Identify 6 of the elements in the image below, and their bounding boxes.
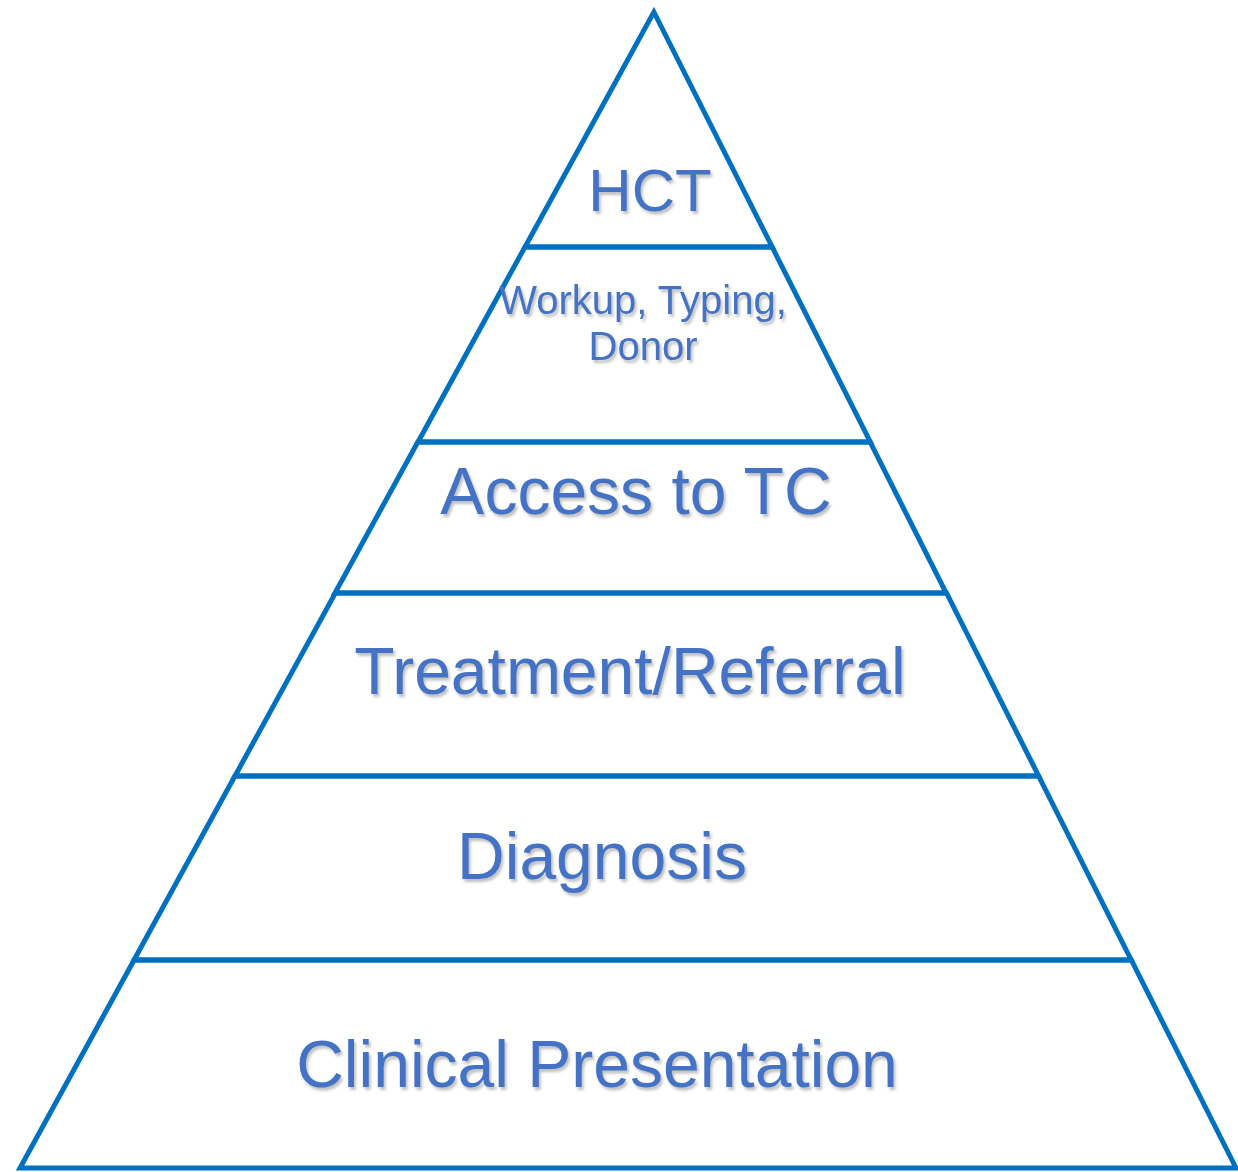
level-label: Workup, Typing, Donor <box>498 277 788 369</box>
level-label: Treatment/Referral <box>354 634 906 710</box>
level-label: Diagnosis <box>457 819 747 895</box>
level-label: Clinical Presentation <box>296 1027 898 1103</box>
level-label: HCT <box>588 155 712 225</box>
level-label: Access to TC <box>440 454 832 530</box>
